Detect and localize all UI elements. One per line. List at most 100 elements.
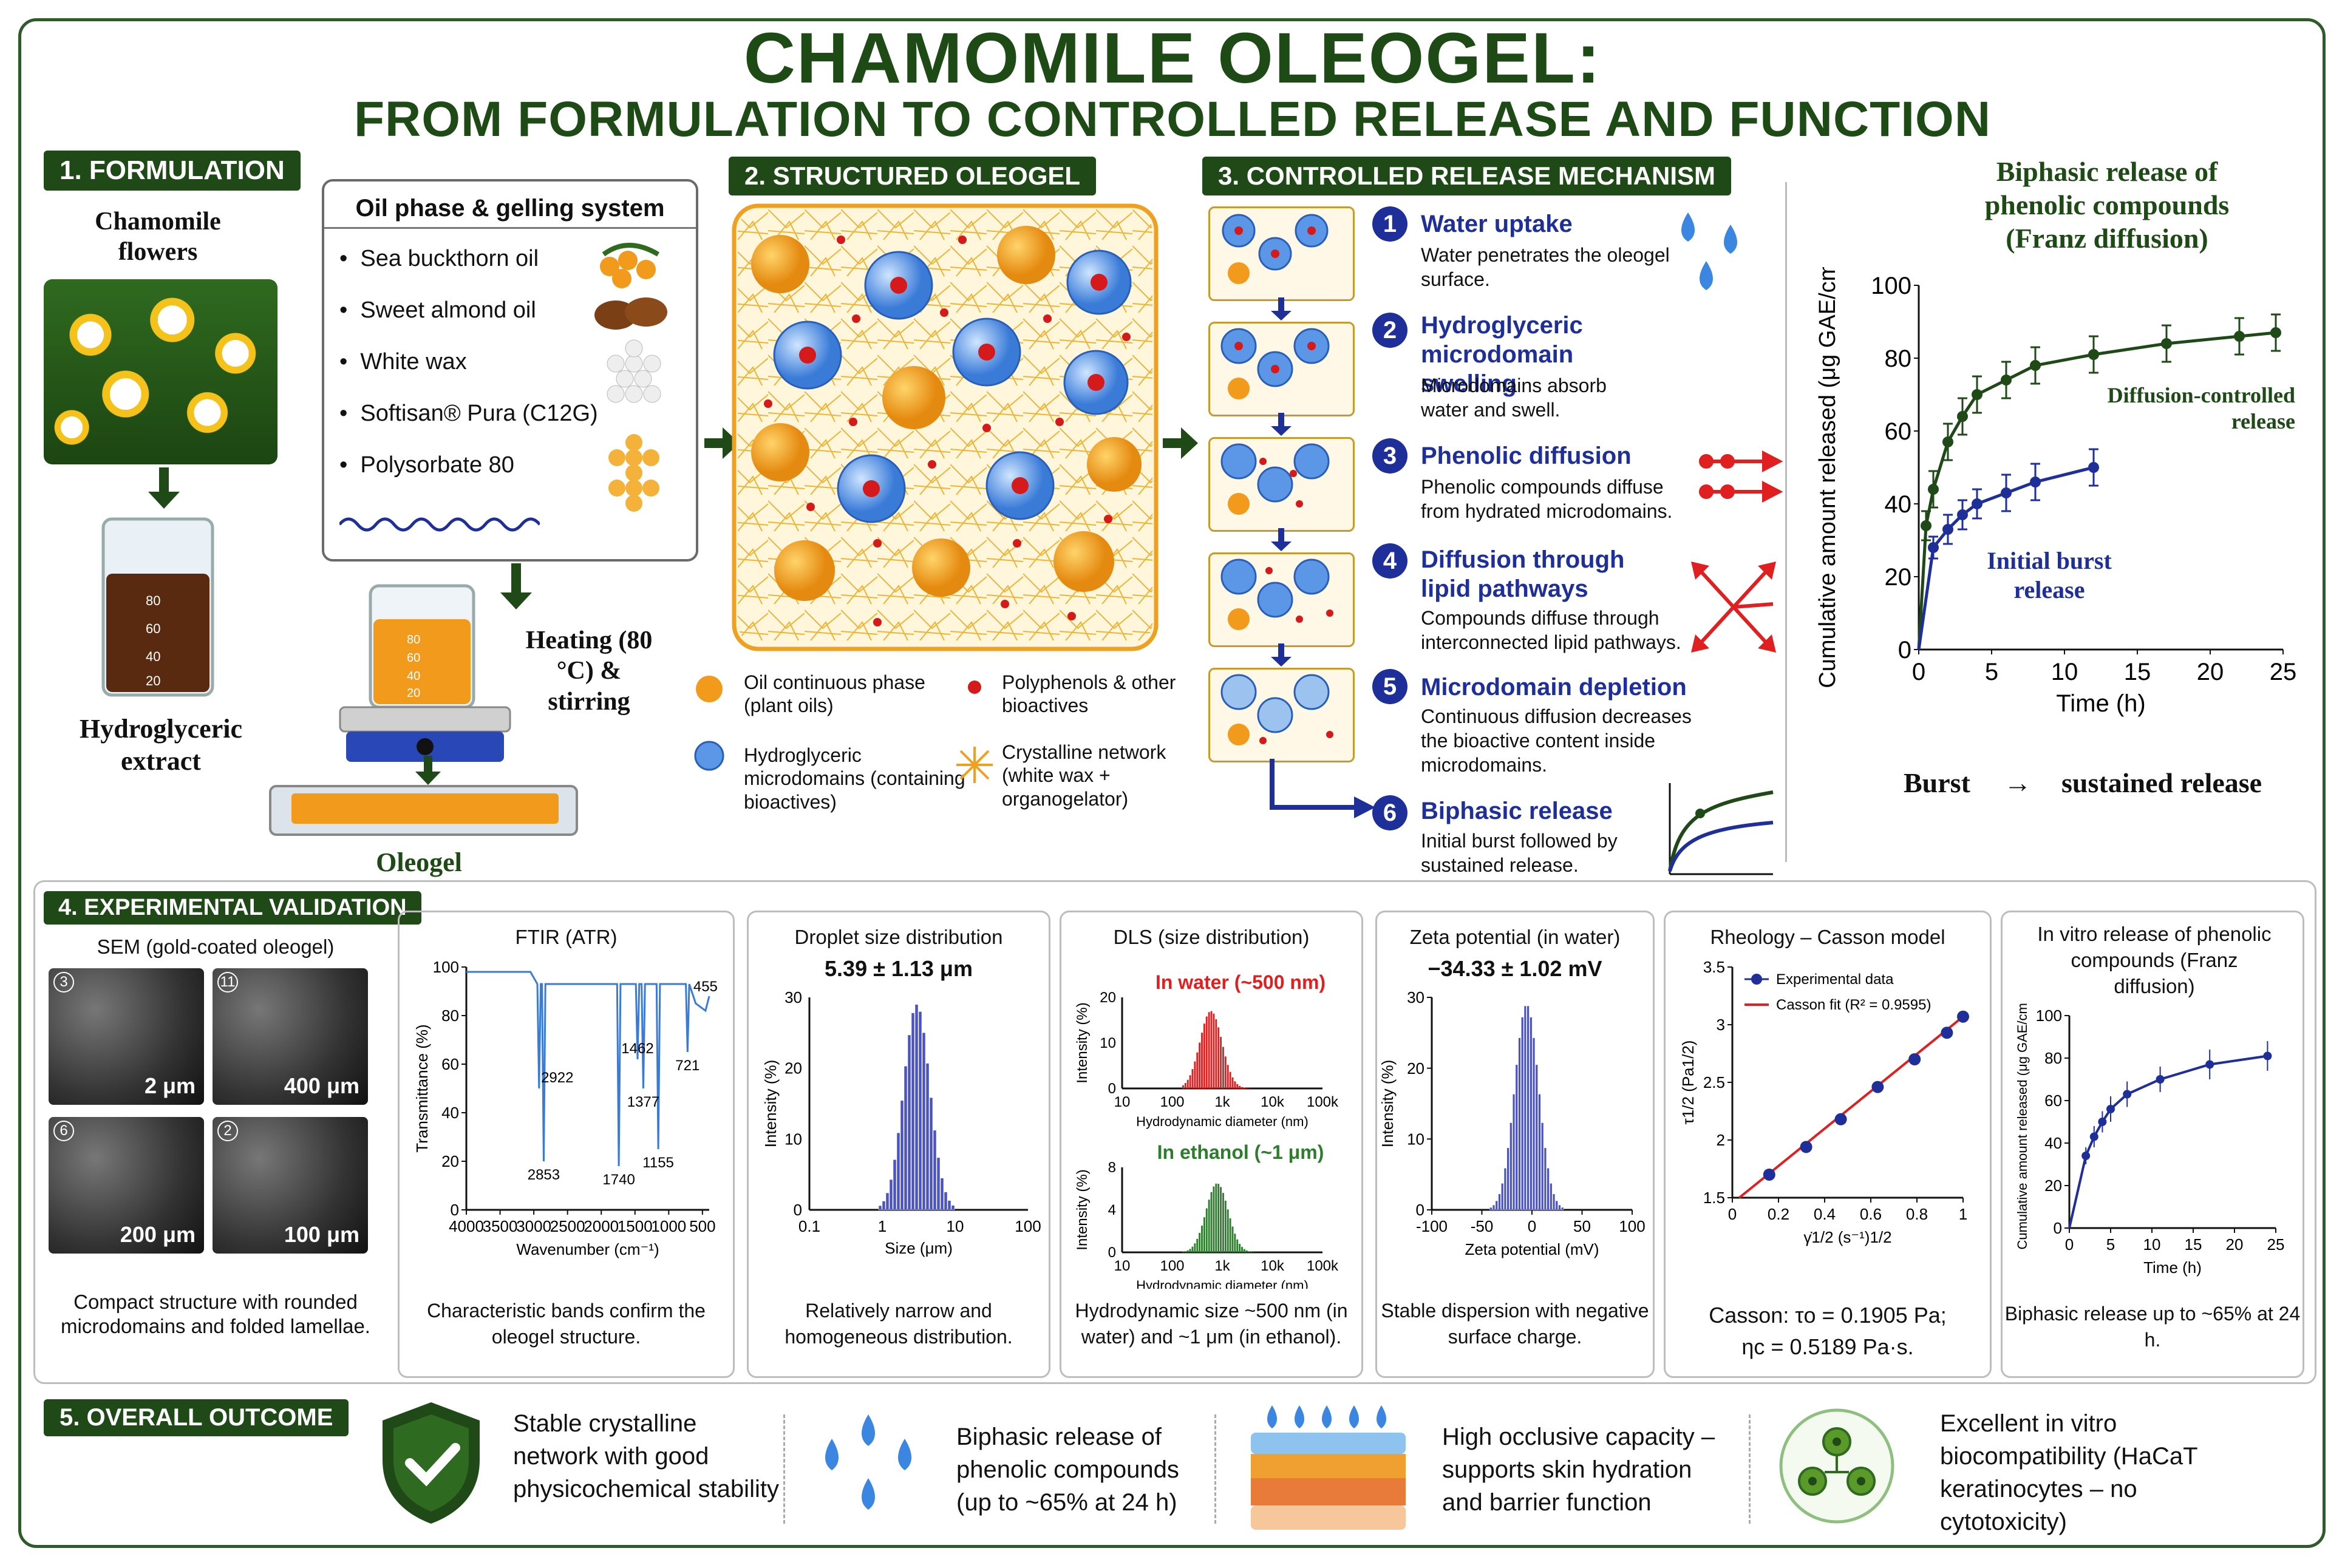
histogram-bar [885,1192,890,1210]
histogram-bar [1236,1084,1239,1088]
svg-text:40: 40 [407,670,420,683]
divider [1785,182,1787,862]
water-drops-icon [1681,212,1737,290]
data-point [2106,1105,2115,1113]
dls-caption: Hydrodynamic size ~500 nm (in water) and… [1075,1300,1348,1348]
histogram-bar [1552,1193,1556,1210]
y-tick-label: 3.5 [1703,958,1725,976]
data-point [1834,1113,1847,1125]
x-tick-label: 1500 [618,1217,653,1235]
data-point [2089,1132,2098,1141]
histogram-bar [1498,1193,1501,1210]
histogram-bar [900,1100,904,1210]
data-point [1928,484,1939,495]
y-tick-label: 80 [441,1006,459,1025]
legend-crystal-icon [956,747,993,783]
x-tick-label: 0 [1528,1217,1536,1235]
y-axis-label: Intensity (%) [1378,1060,1397,1148]
x-tick-label: 100k [1307,1094,1339,1110]
y-tick-label: 0 [1108,1244,1116,1261]
x-tick-label: -50 [1471,1217,1494,1235]
y-tick-label: 60 [2044,1091,2062,1110]
histogram-bar [1205,1208,1208,1252]
histogram-bar [1550,1183,1553,1210]
y-axis-label: Transmittance (%) [413,1024,431,1152]
x-tick-label: 1k [1214,1094,1230,1110]
step-1-title: Water uptake [1421,211,1573,237]
histogram-bar [1229,1218,1231,1252]
ingredient-icons [594,243,667,512]
data-point [2001,375,2012,385]
data-point [1871,1081,1884,1093]
x-tick-label: 0.6 [1860,1205,1882,1223]
dls-title: DLS (size distribution) [1113,926,1310,948]
zeta-title: Zeta potential (in water) [1409,926,1621,948]
histogram-bar [1495,1200,1498,1210]
x-tick-label: 500 [689,1217,715,1235]
x-tick-label: 15 [2124,659,2151,685]
histogram-bar [1194,1061,1196,1088]
histogram-bar [1239,1243,1241,1252]
histogram-bar [1213,1013,1215,1088]
beaker-mark-60: 60 [146,621,160,636]
histogram-bar [918,1011,922,1210]
right-arrow-icon [704,427,740,459]
wavy-line-icon [339,517,540,532]
histogram-bar [1196,1238,1199,1252]
y-tick-label: 20 [785,1059,802,1078]
histogram-bar [1234,1234,1236,1252]
histogram-bar [1203,1023,1205,1088]
release-chart-title: Biphasic release of phenolic compounds (… [1984,156,2230,254]
histogram-bar [1210,1192,1213,1252]
histogram-bar [1182,1085,1184,1088]
x-tick-label: 1 [1959,1205,1967,1223]
histogram-bar [1201,1033,1203,1088]
series-line [2068,1054,2268,1229]
step-4-desc: Compounds diffuse through interconnected… [1421,607,1681,653]
heating-label: Heating (80 °C) & stirring [525,626,653,716]
y-tick-label: 0 [1416,1201,1424,1219]
legend-hydro-label: Hydroglyceric microdomains (containing b… [744,744,965,813]
histogram-bar [929,1097,933,1210]
x-axis-label: Size (μm) [885,1239,953,1257]
step-3-title: Phenolic diffusion [1421,443,1632,469]
histogram-bar [1191,1069,1194,1088]
x-tick-label: 10 [1114,1258,1131,1274]
section-validation: 4. EXPERIMENTAL VALIDATION [44,891,421,925]
histogram-bar [1186,1079,1189,1088]
y-tick-label: 40 [2044,1134,2062,1152]
zeta-value: −34.33 ± 1.02 mV [1428,956,1602,981]
histogram-bar [940,1178,944,1210]
histogram-bar [922,1032,926,1210]
ingredient-1: • Sea buckthorn oil [339,246,539,271]
histogram-bar [1184,1083,1186,1088]
x-tick-label: 3000 [516,1217,551,1235]
legend-oil-icon [696,676,723,702]
x-tick-label: 0 [2065,1235,2074,1254]
histogram-bar [1558,1204,1561,1210]
step-6-number: 6 [1372,795,1407,830]
legend-polyphenols-label: Polyphenols & other bioactives [1002,671,1176,717]
data-point [1941,1027,1953,1039]
data-point [2081,1152,2091,1160]
histogram-bar [1220,1187,1222,1252]
y-tick-label: 2 [1717,1131,1725,1149]
data-point [2088,462,2099,473]
ftir-spectrum [466,971,710,1167]
histogram-bar [1184,1251,1186,1252]
histogram-bar [1501,1183,1504,1210]
histogram-bar [1208,1012,1210,1088]
data-point [2156,1075,2165,1084]
section-mechanism: 3. CONTROLLED RELEASE MECHANISM [1202,157,1732,195]
y-tick-label: 40 [1885,491,1912,518]
x-tick-label: 50 [1573,1217,1591,1235]
droplet-caption: Relatively narrow and homogeneous distri… [785,1300,1013,1348]
step-4-number: 4 [1372,543,1407,579]
y-tick-label: 20 [1100,989,1116,1006]
y-tick-label: 100 [433,958,459,976]
step-3-number: 3 [1372,438,1407,473]
rheology-title: Rheology – Casson model [1710,926,1945,948]
